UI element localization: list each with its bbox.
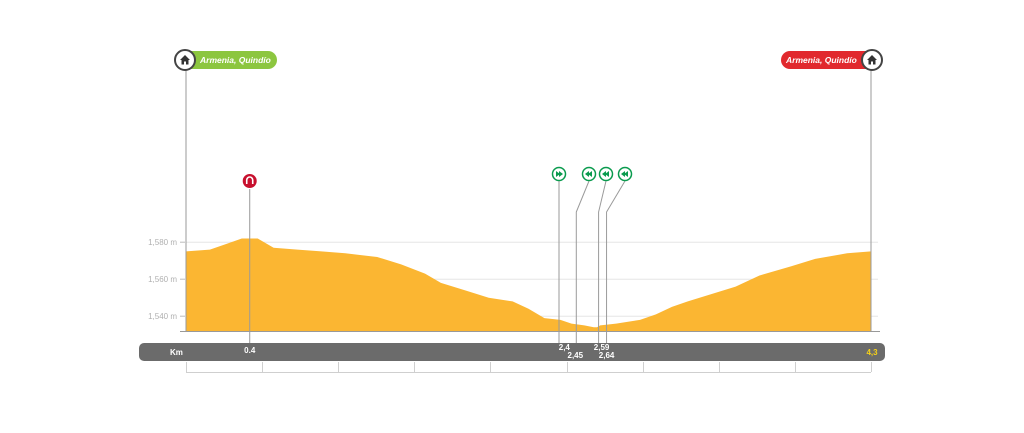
home-icon xyxy=(867,55,877,65)
start-place-label: Armenia, Quindío xyxy=(199,55,271,65)
km-labels: 0.4 4,3 2,42,45 2,592,64 xyxy=(244,343,878,360)
climb-icon xyxy=(241,173,258,189)
turn-icon-glyph xyxy=(602,171,609,177)
y-tick-label: 1,540 m xyxy=(148,312,177,321)
sprint-icon-glyph xyxy=(556,171,563,177)
start-label-pill xyxy=(186,51,277,69)
finish-label-pill xyxy=(781,51,871,69)
start-flag: Armenia, Quindío xyxy=(174,49,277,71)
turn-icon-glyph xyxy=(621,171,628,177)
km-label-marker: 2,59 xyxy=(594,343,610,352)
route-markers xyxy=(551,166,633,343)
finish-flag: Armenia, Quindío xyxy=(781,49,883,71)
climb-marker xyxy=(241,173,258,343)
y-axis-ticks: 1,580 m 1,560 m 1,540 m xyxy=(148,238,185,321)
km-label-marker: 2,45 xyxy=(568,351,584,360)
turn-icon-glyph xyxy=(585,171,592,177)
elevation-area xyxy=(186,238,871,331)
km-label-marker: 2,64 xyxy=(599,351,615,360)
start-finish-poles xyxy=(185,70,872,331)
marker-line xyxy=(598,180,607,343)
km-label-end: 4,3 xyxy=(866,348,878,357)
km-bar xyxy=(139,343,885,361)
km-label-marker: 2,4 xyxy=(559,343,571,352)
bottom-scale xyxy=(186,362,872,373)
home-icon xyxy=(180,55,190,65)
climb-icon-glyph xyxy=(245,176,254,184)
km-label-climb: 0.4 xyxy=(244,346,256,355)
km-axis-label: Km xyxy=(170,348,183,357)
marker-line xyxy=(575,180,590,343)
y-tick-label: 1,560 m xyxy=(148,275,177,284)
marker-line xyxy=(606,180,626,343)
y-tick-label: 1,580 m xyxy=(148,238,177,247)
finish-place-label: Armenia, Quindío xyxy=(785,55,857,65)
